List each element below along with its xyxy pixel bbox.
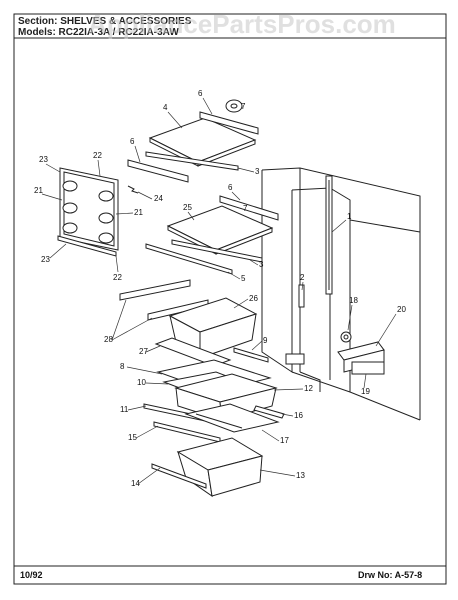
callout-1: 1 [347, 212, 352, 221]
callout-6-top: 6 [198, 89, 203, 98]
diagram-frame [13, 13, 447, 585]
part-side-rail-23-lower [57, 235, 117, 257]
part-vertical-rail [325, 175, 333, 295]
part-rail-16 [253, 405, 285, 419]
footer-date: 10/92 [20, 570, 43, 580]
callout-3-top: 3 [255, 167, 260, 176]
part-side-bracket-assembly [59, 167, 119, 251]
part-rail-6-middle [219, 195, 279, 221]
callout-6-middle: 6 [228, 183, 233, 192]
part-rail-6-top [199, 111, 259, 135]
callout-23-bottom: 23 [41, 255, 50, 264]
callout-labels: 1 2 3 3 4 5 6 6 6 7 7 8 9 10 11 12 13 14… [34, 89, 406, 488]
leader-lines [41, 97, 397, 485]
callout-8: 8 [120, 362, 125, 371]
part-drawer-slide-28-a [119, 279, 191, 301]
callout-11: 11 [120, 405, 129, 414]
part-rail-6-left [127, 159, 189, 183]
callout-15: 15 [128, 433, 137, 442]
part-rail-14 [151, 463, 207, 489]
callout-3-middle: 3 [259, 260, 264, 269]
callout-23-top: 23 [39, 155, 48, 164]
callout-14: 14 [131, 479, 140, 488]
cabinet-outline [261, 167, 421, 421]
part-clip-7-a [225, 99, 243, 113]
callout-22-bottom: 22 [113, 273, 122, 282]
callout-4: 4 [163, 103, 168, 112]
part-control-knob [340, 331, 352, 343]
callout-12: 12 [304, 384, 313, 393]
callout-18: 18 [349, 296, 358, 305]
footer-drawing-number: Drw No: A-57-8 [358, 570, 422, 580]
callout-6-left: 6 [130, 137, 135, 146]
section-title: Section: SHELVES & ACCESSORIES [18, 16, 192, 27]
part-clip-24 [127, 185, 139, 194]
callout-21-left: 21 [34, 186, 43, 195]
part-small-bracket [298, 284, 305, 308]
callout-5: 5 [241, 274, 246, 283]
watermark-text: AppliancePartsPros.com [88, 9, 396, 39]
callout-10: 10 [137, 378, 146, 387]
callout-24: 24 [154, 194, 163, 203]
callout-25: 25 [183, 203, 192, 212]
part-middle-shelf [166, 205, 274, 255]
callout-21-right: 21 [134, 208, 143, 217]
part-rail-3-top [145, 151, 239, 171]
models-line: Models: RC22IA-3A / RC22IA-3AW [18, 27, 179, 38]
callout-7-b: 7 [243, 204, 248, 213]
callout-13: 13 [296, 471, 305, 480]
part-cover-27 [154, 337, 232, 367]
part-frame-17 [184, 403, 280, 433]
callout-7-a: 7 [241, 102, 246, 111]
part-rail-9 [233, 347, 269, 363]
callout-2: 2 [300, 273, 305, 282]
callout-9: 9 [263, 336, 268, 345]
callout-26: 26 [249, 294, 258, 303]
callout-19: 19 [361, 387, 370, 396]
part-rail-15 [153, 421, 221, 443]
part-control-housing [337, 341, 385, 375]
callout-20: 20 [397, 305, 406, 314]
callout-28: 28 [104, 335, 113, 344]
callout-27: 27 [139, 347, 148, 356]
callout-16: 16 [294, 411, 303, 420]
part-bottom-bin-13 [176, 437, 264, 498]
callout-22-top: 22 [93, 151, 102, 160]
callout-17: 17 [280, 436, 289, 445]
part-rail-3-middle [171, 239, 263, 263]
